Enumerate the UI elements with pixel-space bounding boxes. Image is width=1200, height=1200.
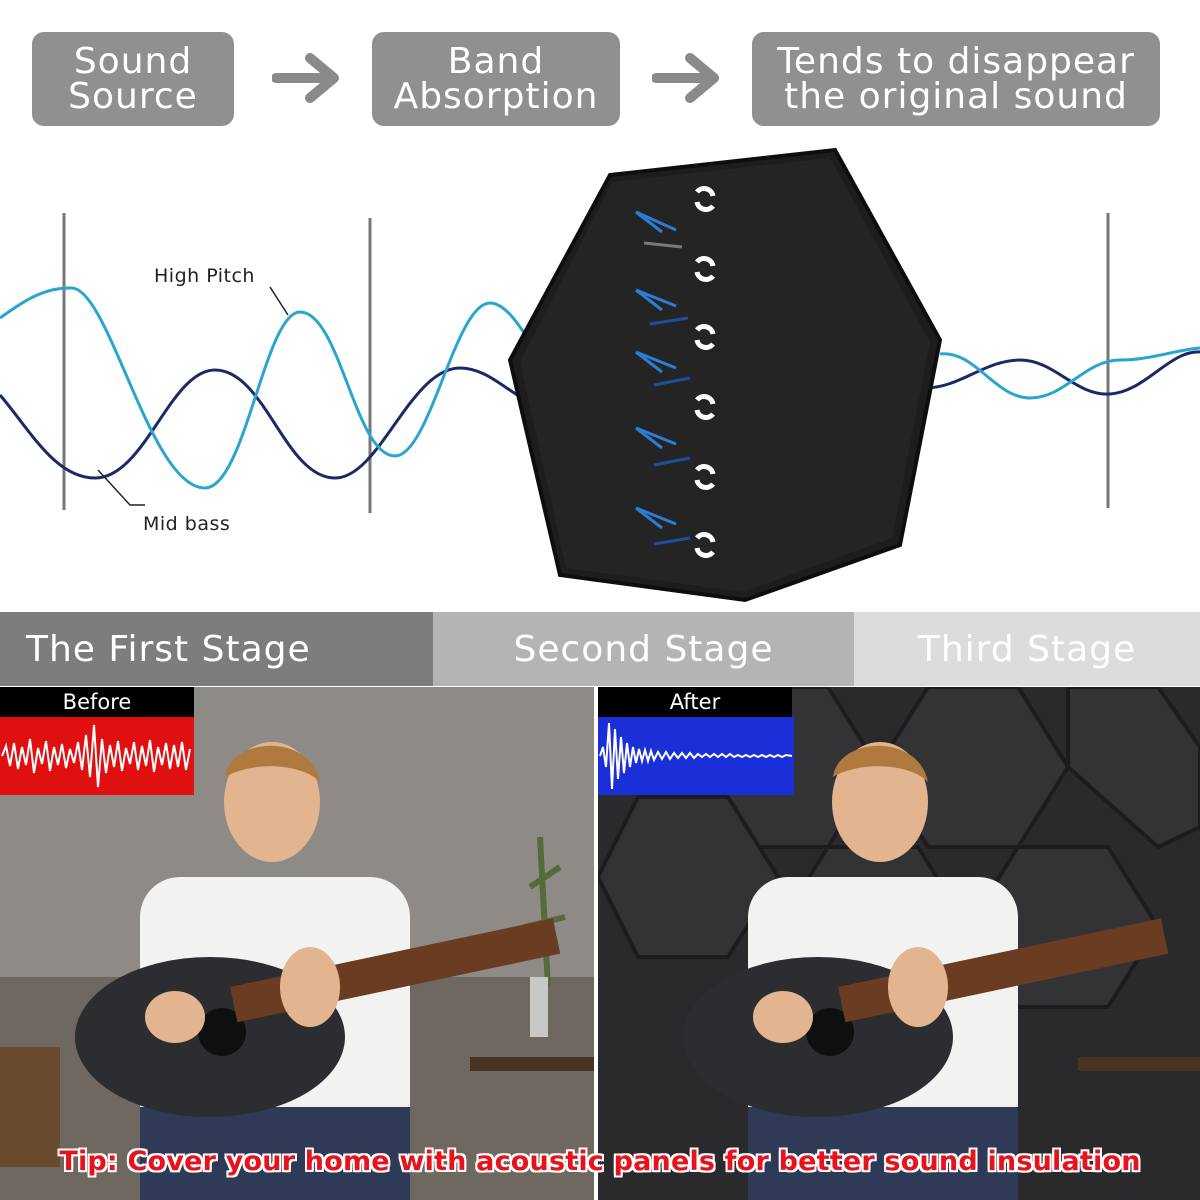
flow-box-sound-source: Sound Source: [32, 32, 234, 126]
flow-box-disappear: Tends to disappear the original sound: [752, 32, 1160, 126]
high-pitch-wave-attenuated: [939, 346, 1200, 400]
stage-first: The First Stage: [0, 612, 433, 686]
stage-bar: The First Stage Second Stage Third Stage: [0, 612, 1200, 686]
stage-third: Third Stage: [854, 612, 1200, 686]
flow-text: Tends to disappear: [777, 41, 1135, 82]
mid-bass-label: Mid bass: [143, 513, 231, 535]
cycle-icon: [694, 464, 716, 490]
wave-diagram-svg: [0, 147, 1200, 603]
before-badge: Before: [0, 687, 194, 799]
before-label: Before: [0, 687, 194, 717]
cycle-icon: [694, 186, 716, 212]
before-photo: Before: [0, 687, 594, 1200]
flow-box-band-absorption: Band Absorption: [372, 32, 620, 126]
flow-text: Absorption: [393, 76, 599, 117]
high-pitch-label: High Pitch: [154, 265, 255, 287]
after-label: After: [598, 687, 792, 717]
right-arrow-icon: [652, 53, 719, 103]
after-photo: After: [598, 687, 1200, 1200]
photo-divider: [594, 687, 598, 1200]
panel-arrows: [635, 210, 691, 546]
flow-text: Band: [447, 41, 545, 82]
flow-text: Sound: [73, 41, 193, 82]
guitarist-photo-illustration: [0, 687, 594, 1200]
flow-text: Source: [68, 76, 198, 117]
after-badge: After: [598, 687, 794, 799]
cycle-icon: [694, 256, 716, 282]
flow-text: the original sound: [784, 76, 1128, 117]
cycle-icon: [694, 324, 716, 350]
after-waveform: [598, 717, 794, 795]
leader-line: [269, 286, 289, 316]
before-waveform: [0, 717, 194, 795]
leader-line: [97, 469, 145, 506]
cycle-icon: [694, 532, 716, 558]
stage-second: Second Stage: [433, 612, 854, 686]
absorption-diagram: High Pitch Mid bass: [0, 140, 1200, 610]
tip-text: Tip: Cover your home with acoustic panel…: [59, 1146, 1141, 1177]
absorb-cycle-icons: [694, 186, 716, 558]
cycle-icon: [694, 394, 716, 420]
right-arrow-icon: [272, 53, 339, 103]
mid-bass-wave-attenuated: [924, 350, 1200, 396]
